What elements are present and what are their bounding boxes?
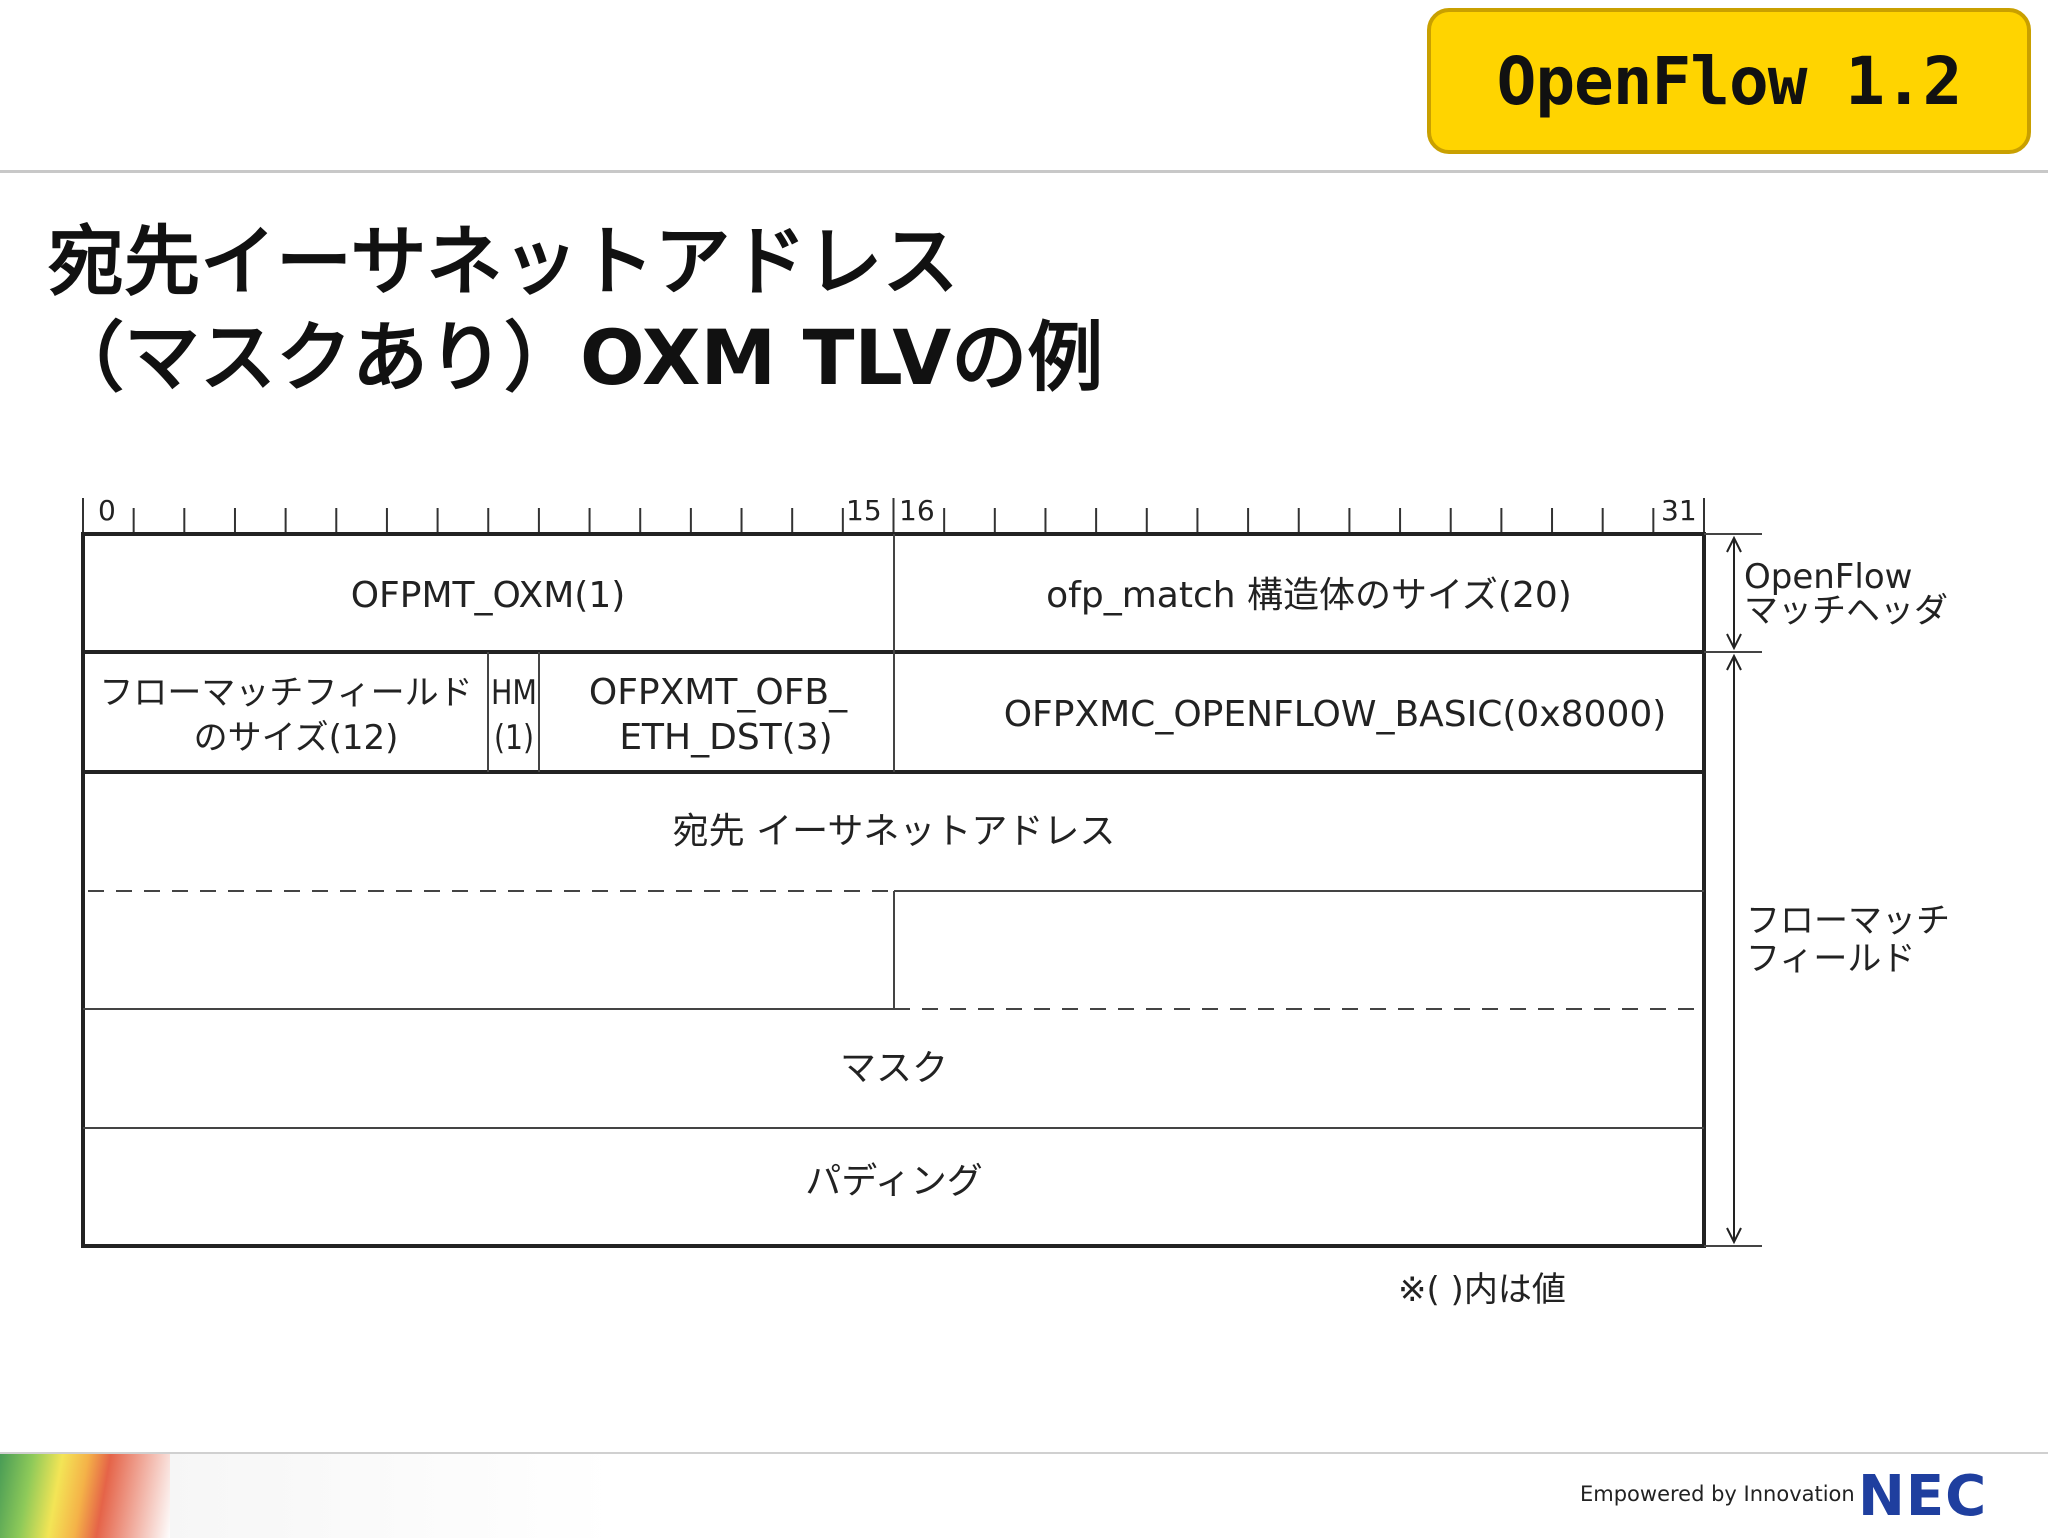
side-label-header-line2: マッチヘッダ	[1744, 591, 1948, 631]
match-length-field: ofp_match 構造体のサイズ(20)	[1046, 575, 1572, 616]
oxm-basic-field: OFPXMC_OPENFLOW_BASIC(0x8000)	[1004, 694, 1667, 735]
ruler-label-31: 31	[1661, 494, 1697, 527]
padding-field: パディング	[805, 1161, 982, 1202]
slide-title-line1: 宛先イーサネットアドレス	[48, 217, 959, 306]
version-badge-label: OpenFlow 1.2	[1496, 42, 1963, 120]
slide-title-line2: （マスクあり）OXM TLVの例	[48, 313, 1104, 402]
mask-field: マスク	[840, 1048, 948, 1089]
field-span-arrow	[1726, 653, 1742, 1245]
bit-ruler	[82, 498, 1705, 534]
flow-match-size-line1: フローマッチフィールド	[99, 673, 472, 713]
ruler-label-0: 0	[98, 494, 116, 527]
side-label-field-line2: フィールド	[1746, 939, 1915, 979]
eth-dst-field: 宛先 イーサネットアドレス	[673, 811, 1116, 852]
version-badge: OpenFlow 1.2	[1427, 8, 2031, 154]
footer-decoration	[0, 1454, 170, 1538]
side-label-header-line1: OpenFlow	[1744, 557, 1912, 597]
flow-match-size-line2: のサイズ(12)	[194, 718, 399, 758]
oxm-field-line1: OFPXMT_OFB_	[589, 672, 848, 713]
ruler-label-15: 15	[846, 494, 882, 527]
oxm-field-line2: ETH_DST(3)	[619, 717, 832, 758]
side-label-field-line1: フローマッチ	[1746, 901, 1950, 941]
oxm-class-field: OFPMT_OXM(1)	[351, 575, 626, 616]
header-span-arrow	[1726, 535, 1742, 651]
footer-tagline: Empowered by Innovation	[1580, 1482, 1855, 1506]
slide-title: 宛先イーサネットアドレス （マスクあり）OXM TLVの例	[48, 214, 1103, 406]
header-divider	[0, 170, 2048, 173]
footer-bar: Empowered by Innovation NEC	[0, 1452, 2048, 1538]
ruler-label-16: 16	[899, 494, 935, 527]
value-note: ※( )内は値	[1398, 1270, 1566, 1310]
hm-field-line1: HM	[491, 673, 537, 713]
hm-field-line2: (1)	[494, 718, 534, 758]
nec-logo: NEC	[1858, 1464, 1988, 1529]
